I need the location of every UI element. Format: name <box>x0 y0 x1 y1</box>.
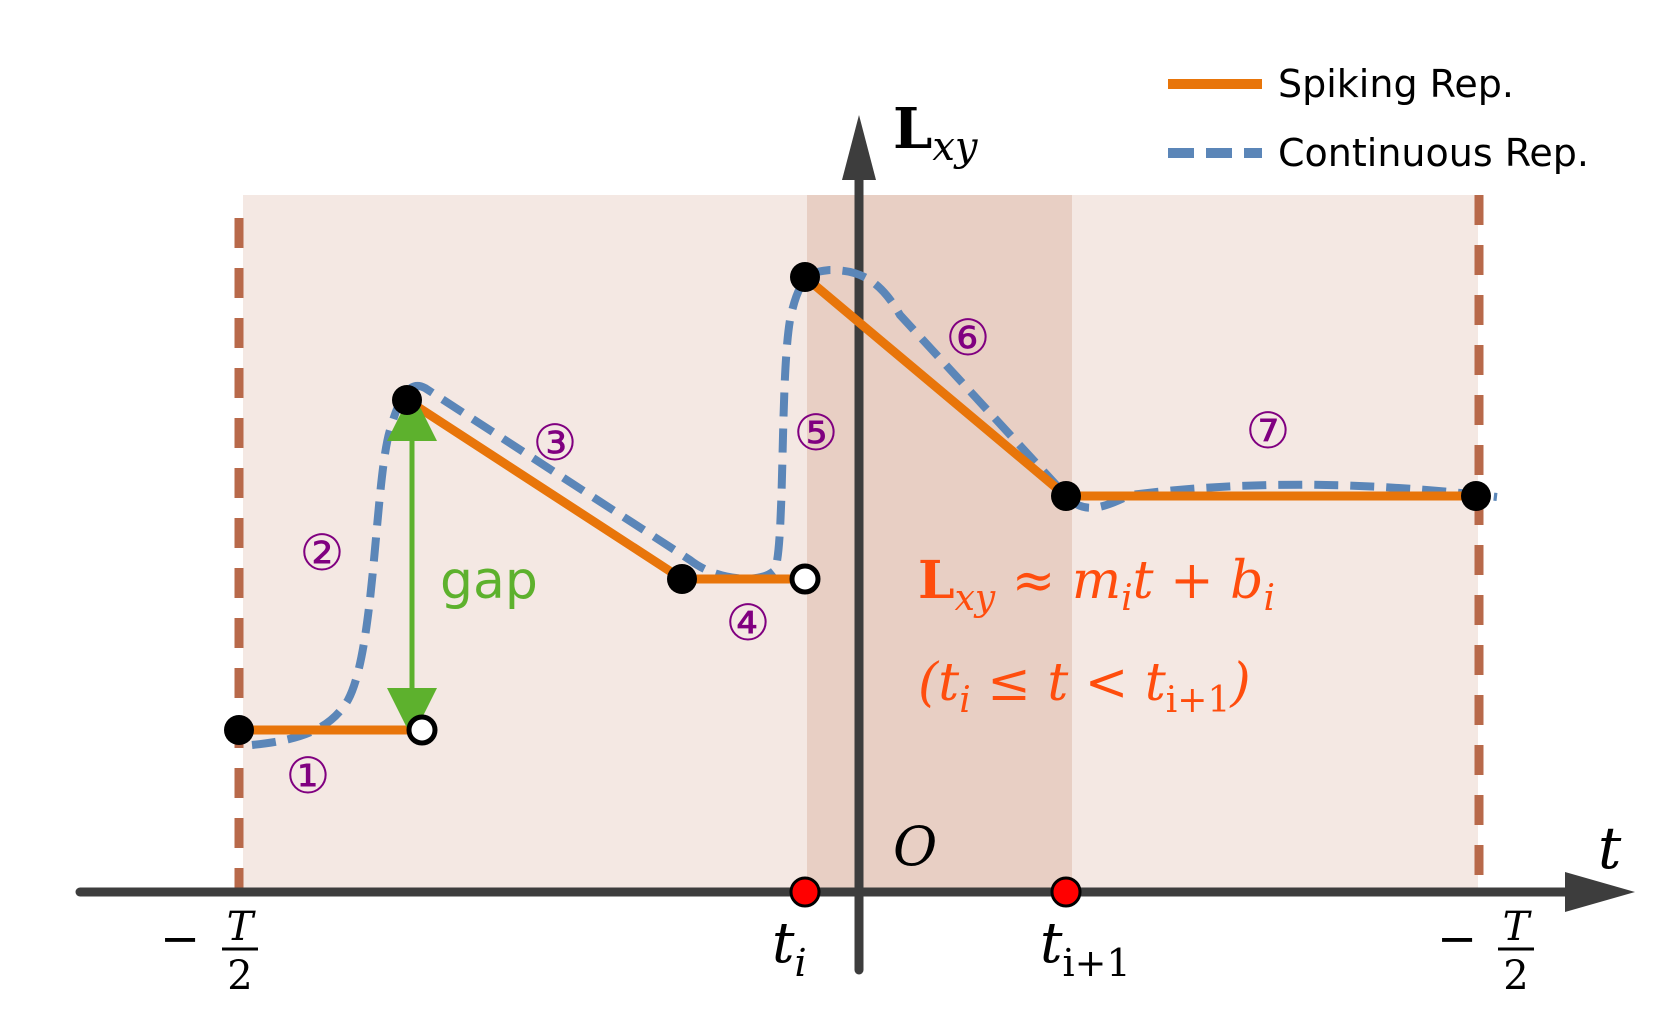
segment-label-7: ⑦ <box>1246 402 1291 460</box>
equation-line-1: Lxy ≈ mit + bi <box>918 550 1275 619</box>
open-points <box>406 563 821 746</box>
closed-points <box>224 262 1491 745</box>
legend-spiking-label: Spiking Rep. <box>1278 62 1514 106</box>
svg-text:T: T <box>1503 904 1533 950</box>
y-axis-arrowhead <box>842 115 876 180</box>
origin-label: O <box>893 815 937 878</box>
svg-text:−: − <box>160 911 200 967</box>
y-axis-label: Lxy <box>893 96 979 170</box>
tick-label-right: − T 2 <box>1437 904 1534 999</box>
legend-continuous-label: Continuous Rep. <box>1278 131 1589 175</box>
x-axis-arrowhead <box>1565 872 1635 912</box>
svg-text:T: T <box>227 904 257 950</box>
svg-text:2: 2 <box>1503 953 1528 999</box>
legend: Spiking Rep. Continuous Rep. <box>1168 62 1589 175</box>
x-axis-label: t <box>1598 814 1622 882</box>
segment-label-3: ③ <box>533 414 578 472</box>
svg-text:−: − <box>1437 911 1477 967</box>
tick-label-ti: ti <box>772 911 807 985</box>
tick-label-ti1: ti+1 <box>1040 911 1131 985</box>
region-current-interval <box>807 195 1072 892</box>
equation-line-2: (ti ≤ t < ti+1) <box>918 653 1251 721</box>
segment-label-1: ① <box>286 747 331 805</box>
segment-label-2: ② <box>300 524 345 582</box>
continuous-rep-curve <box>251 265 1498 749</box>
svg-text:2: 2 <box>227 953 252 999</box>
gap-label: gap <box>440 551 538 611</box>
segment-label-5: ⑤ <box>794 404 839 462</box>
tick-label-left: − T 2 <box>160 904 258 999</box>
segment-label-4: ④ <box>726 594 771 652</box>
tick-markers <box>789 876 1082 908</box>
segment-label-6: ⑥ <box>946 309 991 367</box>
